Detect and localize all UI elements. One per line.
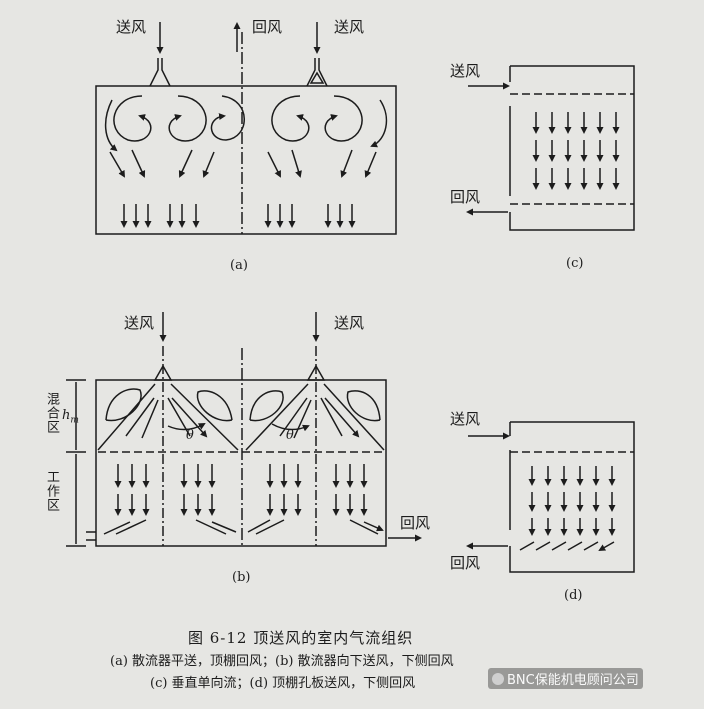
caption-b: (b) <box>232 570 251 585</box>
return-label-c: 回风 <box>450 188 481 206</box>
room-c-outline <box>509 65 635 231</box>
vortex-b-3 <box>249 390 284 422</box>
downflow-arrows-b <box>114 464 368 516</box>
caption-d: (d) <box>564 588 583 603</box>
supply-label-b-left: 送风 <box>124 314 155 332</box>
eddy-a-7 <box>104 99 118 152</box>
diffuser-b-right <box>306 364 326 381</box>
room-b-outline <box>95 379 387 547</box>
unidirectional-arrows-d <box>528 466 616 536</box>
hm-label: hm <box>62 408 79 426</box>
watermark: BNC保能机电顾问公司 <box>488 668 643 689</box>
diffuser-a-right <box>306 58 328 87</box>
mixing-zone-label: 混合区 <box>44 392 59 434</box>
return-label-b: 回风 <box>400 514 431 532</box>
supply-label-c: 送风 <box>450 62 481 80</box>
supply-label-a-right: 送风 <box>334 18 365 36</box>
working-zone-label: 工作区 <box>44 470 59 512</box>
diffuser-b-left <box>153 364 173 381</box>
figure-description-line-2: (c) 垂直单向流；(d) 顶棚孔板送风，下侧回风 <box>150 676 416 691</box>
diffuser-a-left <box>149 58 171 87</box>
supply-label-d: 送风 <box>450 410 481 428</box>
watermark-text: BNC保能机电顾问公司 <box>507 673 639 688</box>
figure-description-line-1: (a) 散流器平送，顶棚回风；(b) 散流器向下送风，下侧回风 <box>110 654 454 669</box>
return-label-a: 回风 <box>252 18 283 36</box>
return-label-d: 回风 <box>450 554 481 572</box>
theta-arc-left <box>167 423 206 431</box>
vortex-b-1 <box>105 388 142 422</box>
room-a-outline <box>95 85 397 235</box>
room-d-outline <box>509 421 635 573</box>
vortex-b-2 <box>196 390 233 422</box>
eddy-a-2 <box>168 95 207 142</box>
figure-title: 图 6-12 顶送风的室内气流组织 <box>188 629 414 647</box>
eddy-a-6 <box>370 99 388 148</box>
wechat-icon <box>492 673 504 685</box>
caption-a: (a) <box>230 258 248 273</box>
caption-c: (c) <box>566 256 584 271</box>
eddy-a-1 <box>113 95 152 142</box>
vortex-b-4 <box>346 390 381 422</box>
supply-label-a-left: 送风 <box>116 18 147 36</box>
supply-label-b-right: 送风 <box>334 314 365 332</box>
downflow-arrows-a <box>120 204 356 228</box>
theta-label-right: θ <box>286 428 294 443</box>
eddy-a-3 <box>210 95 245 141</box>
eddy-a-4 <box>271 95 310 142</box>
unidirectional-arrows-c <box>532 112 620 190</box>
return-grille-b-left <box>86 531 96 541</box>
theta-arc-right <box>271 423 310 432</box>
diffuser-a-right-cone <box>309 71 325 84</box>
theta-label-left: θ <box>186 428 194 443</box>
eddy-a-5 <box>324 95 363 142</box>
